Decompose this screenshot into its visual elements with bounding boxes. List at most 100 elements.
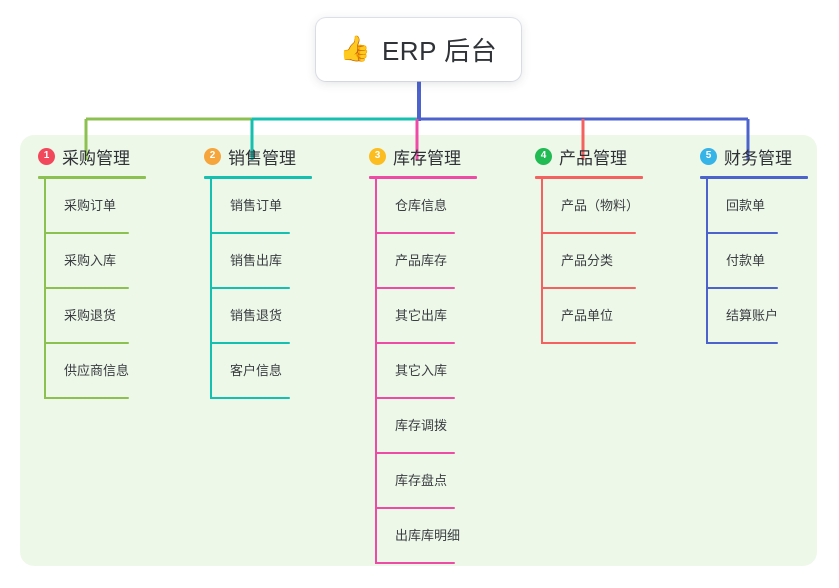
- branch-item[interactable]: 销售出库: [210, 234, 312, 289]
- page-title: ERP 后台: [381, 36, 498, 66]
- branch-item-label: 销售出库: [230, 253, 283, 268]
- branch-item[interactable]: 付款单: [706, 234, 808, 289]
- branch-header-3[interactable]: 3 库存管理: [369, 143, 477, 169]
- branch-item-spine: [375, 289, 377, 344]
- branch-item-underline: [541, 287, 636, 289]
- branch-item-spine: [706, 179, 708, 234]
- branch-title: 销售管理: [228, 148, 296, 168]
- branch-item-underline: [375, 507, 455, 509]
- branch-item-label: 产品分类: [561, 253, 614, 268]
- thumbs-up-icon: 👍: [339, 35, 371, 63]
- branch-items: 回款单付款单结算账户: [706, 179, 808, 344]
- branch-item-underline: [210, 342, 290, 344]
- branch-item[interactable]: 产品（物料）: [541, 179, 643, 234]
- branch-item-label: 回款单: [726, 198, 766, 213]
- branch-number-badge: 4: [535, 147, 552, 165]
- branch-items: 仓库信息产品库存其它出库其它入库库存调拨库存盘点出库库明细: [375, 179, 477, 564]
- branch-column-3: 3 库存管理仓库信息产品库存其它出库其它入库库存调拨库存盘点出库库明细: [369, 143, 477, 564]
- branch-item-label: 销售退货: [230, 308, 283, 323]
- branch-item-label: 采购订单: [64, 198, 117, 213]
- branch-item-label: 结算账户: [726, 308, 779, 323]
- branch-item-underline: [375, 562, 455, 564]
- branch-item[interactable]: 出库库明细: [375, 509, 477, 564]
- branch-item[interactable]: 采购退货: [44, 289, 146, 344]
- root-node[interactable]: 👍 ERP 后台: [316, 18, 521, 81]
- branch-item[interactable]: 产品单位: [541, 289, 643, 344]
- branch-column-2: 2 销售管理销售订单销售出库销售退货客户信息: [204, 143, 312, 399]
- branch-item-label: 其它出库: [395, 308, 448, 323]
- branch-header-underline: [535, 176, 643, 179]
- branch-item-spine: [210, 234, 212, 289]
- branch-item-label: 库存调拨: [395, 418, 448, 433]
- branch-item-underline: [375, 232, 455, 234]
- branch-item-label: 产品（物料）: [561, 198, 640, 213]
- branch-item[interactable]: 供应商信息: [44, 344, 146, 399]
- branch-item-spine: [375, 399, 377, 454]
- branch-item-label: 采购退货: [64, 308, 117, 323]
- branch-item[interactable]: 库存调拨: [375, 399, 477, 454]
- branch-column-4: 4 产品管理产品（物料） 产品分类产品单位: [535, 143, 643, 344]
- branch-item[interactable]: 库存盘点: [375, 454, 477, 509]
- branch-item[interactable]: 结算账户: [706, 289, 808, 344]
- branch-item[interactable]: 产品库存: [375, 234, 477, 289]
- branch-item[interactable]: 其它出库: [375, 289, 477, 344]
- branch-item-label: 客户信息: [230, 363, 283, 378]
- branch-item-label: 出库库明细: [395, 528, 461, 543]
- branch-item-underline: [375, 342, 455, 344]
- branch-number-badge: 3: [369, 147, 386, 165]
- branch-item-spine: [375, 344, 377, 399]
- branch-item[interactable]: 采购订单: [44, 179, 146, 234]
- branch-title: 财务管理: [724, 148, 792, 168]
- branch-items: 产品（物料） 产品分类产品单位: [541, 179, 643, 344]
- branch-header-2[interactable]: 2 销售管理: [204, 143, 312, 169]
- branch-item-spine: [210, 289, 212, 344]
- branches-panel: [20, 135, 817, 566]
- branch-item-label: 产品单位: [561, 308, 614, 323]
- branch-item-spine: [541, 234, 543, 289]
- branch-item-spine: [375, 509, 377, 564]
- branch-number-badge: 5: [700, 147, 717, 165]
- branch-item[interactable]: 回款单: [706, 179, 808, 234]
- branch-header-1[interactable]: 1 采购管理: [38, 143, 146, 169]
- branch-item-underline: [706, 232, 778, 234]
- branch-column-5: 5 财务管理回款单付款单结算账户: [700, 143, 808, 344]
- branch-item-spine: [44, 344, 46, 399]
- branch-item-underline: [44, 397, 129, 399]
- branch-header-underline: [204, 176, 312, 179]
- branch-item-spine: [44, 234, 46, 289]
- branch-item-label: 销售订单: [230, 198, 283, 213]
- branch-item[interactable]: 采购入库: [44, 234, 146, 289]
- branch-item[interactable]: 销售订单: [210, 179, 312, 234]
- branch-item-label: 库存盘点: [395, 473, 448, 488]
- branch-header-4[interactable]: 4 产品管理: [535, 143, 643, 169]
- branch-item-label: 仓库信息: [395, 198, 448, 213]
- branch-item-spine: [375, 454, 377, 509]
- branch-item-underline: [210, 287, 290, 289]
- branch-title: 采购管理: [62, 148, 130, 168]
- branch-item-label: 付款单: [726, 253, 766, 268]
- branch-item[interactable]: 产品分类: [541, 234, 643, 289]
- branch-item-underline: [706, 342, 778, 344]
- branch-item-underline: [375, 452, 455, 454]
- branch-header-underline: [700, 176, 808, 179]
- branch-item[interactable]: 仓库信息: [375, 179, 477, 234]
- branch-header-underline: [38, 176, 146, 179]
- branch-title: 产品管理: [559, 148, 627, 168]
- branch-item-underline: [375, 287, 455, 289]
- branch-item-underline: [541, 342, 636, 344]
- branch-items: 销售订单销售出库销售退货客户信息: [210, 179, 312, 399]
- branch-item[interactable]: 客户信息: [210, 344, 312, 399]
- branch-item-label: 其它入库: [395, 363, 448, 378]
- branch-item[interactable]: 其它入库: [375, 344, 477, 399]
- branch-item-underline: [210, 397, 290, 399]
- branch-item-label: 产品库存: [395, 253, 448, 268]
- branch-header-5[interactable]: 5 财务管理: [700, 143, 808, 169]
- branch-number-badge: 2: [204, 147, 221, 165]
- branch-item-underline: [706, 287, 778, 289]
- branch-item-spine: [375, 234, 377, 289]
- branch-title: 库存管理: [393, 148, 461, 168]
- branch-item-underline: [541, 232, 636, 234]
- branch-item[interactable]: 销售退货: [210, 289, 312, 344]
- branch-number-badge: 1: [38, 147, 55, 165]
